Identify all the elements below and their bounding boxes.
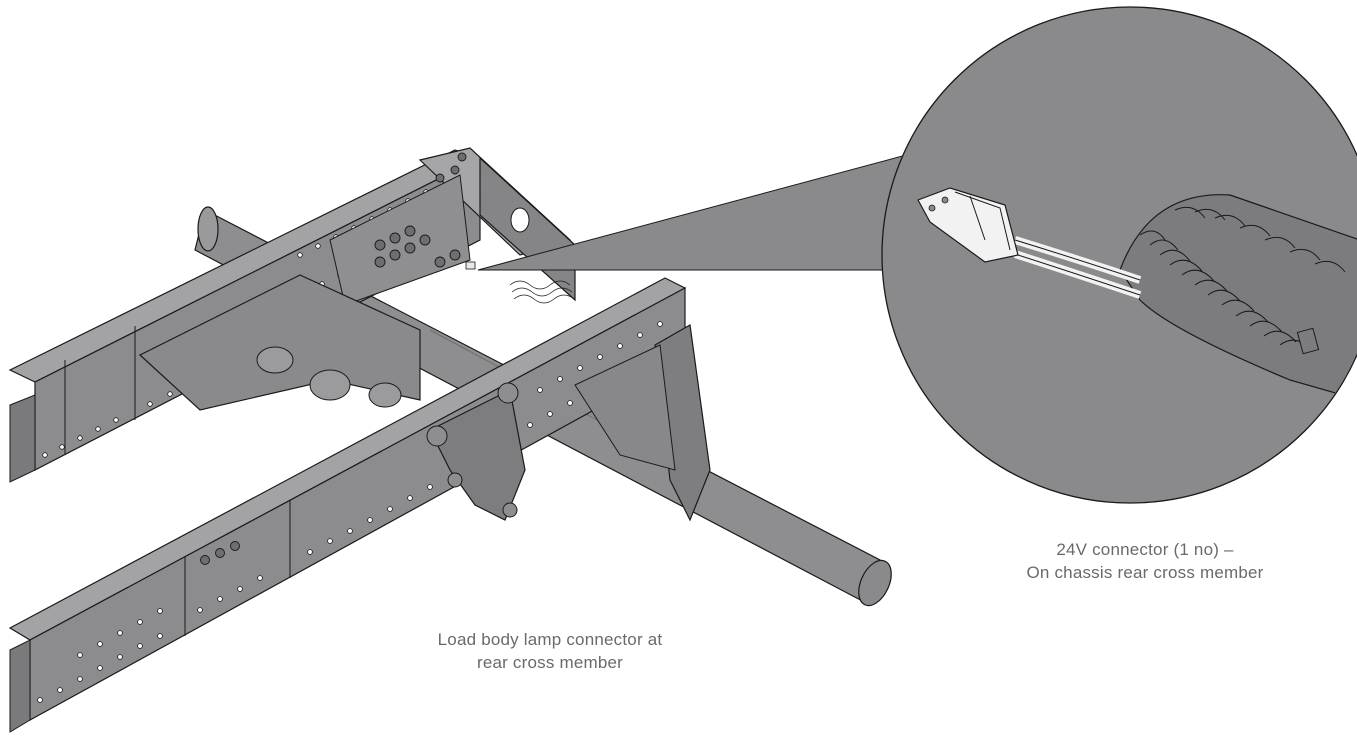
spring-hanger-bracket xyxy=(426,382,526,521)
harness-wires xyxy=(1013,236,1142,299)
24v-connector xyxy=(917,187,1019,263)
caption-line: 24V connector (1 no) – xyxy=(1056,540,1234,559)
caption-line: Load body lamp connector at xyxy=(437,630,663,649)
rear-support-bracket xyxy=(574,324,711,522)
callout-pointer xyxy=(477,149,926,271)
24v-connector-caption: 24V connector (1 no) – On chassis rear c… xyxy=(955,538,1335,584)
rear-cross-member xyxy=(329,147,576,306)
center-cross-member xyxy=(138,274,421,411)
caption-line: rear cross member xyxy=(476,653,624,672)
connector-detail-callout xyxy=(881,6,1357,504)
caption-line: On chassis rear cross member xyxy=(1026,563,1264,582)
load-body-lamp-connector-caption: Load body lamp connector at rear cross m… xyxy=(375,628,725,674)
corrugated-conduit xyxy=(1119,194,1357,401)
